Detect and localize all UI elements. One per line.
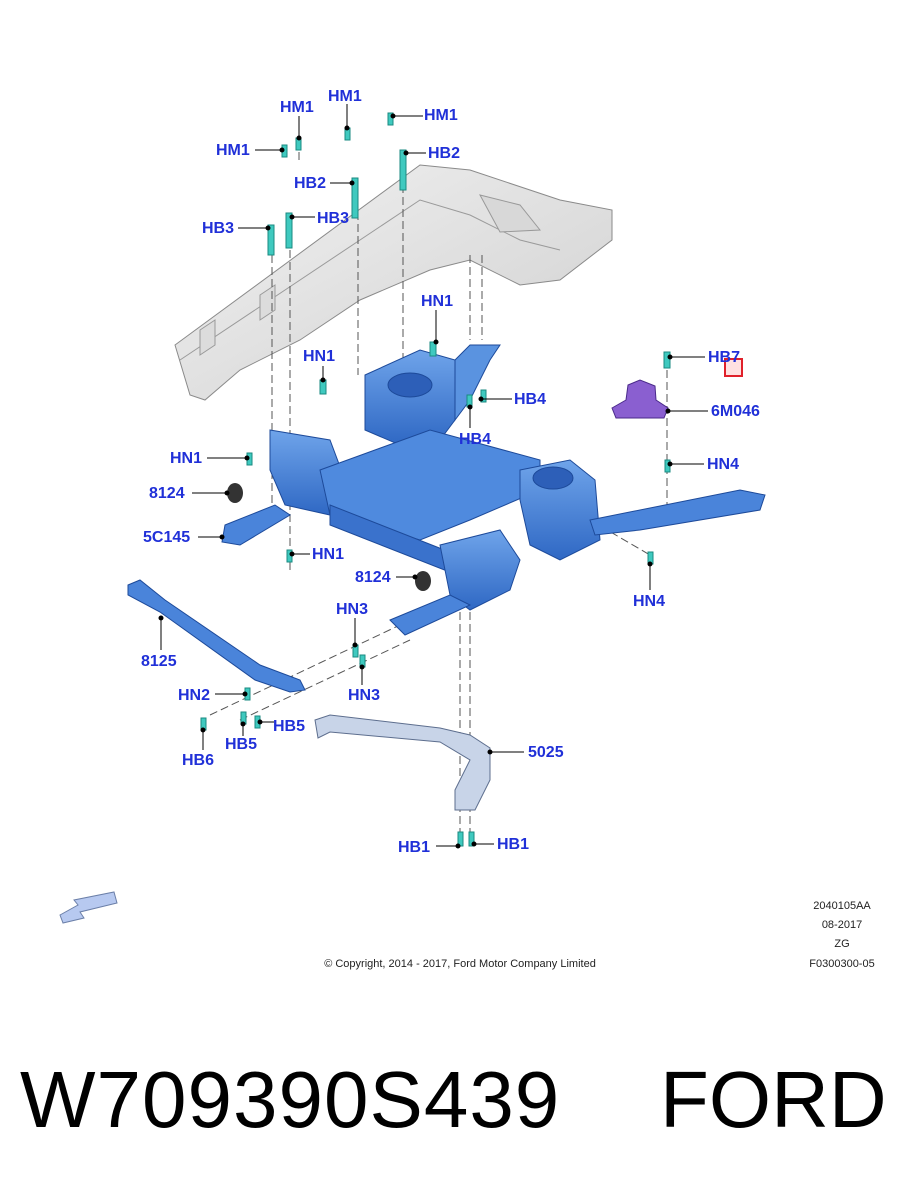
callout-hn4: HN4 (707, 456, 740, 473)
bushing-8124-b (415, 571, 431, 591)
body-side-rail (174, 164, 613, 401)
callout-8124: 8124 (149, 485, 185, 502)
callout-hm1: HM1 (328, 88, 362, 105)
front-direction-arrow-icon (59, 891, 118, 924)
callout-6m046: 6M046 (711, 403, 760, 420)
illustration-date: 08-2017 (821, 919, 863, 931)
brace-5025 (314, 714, 491, 811)
callout-hn1: HN1 (303, 348, 336, 365)
exploded-parts-diagram (59, 104, 766, 924)
bracket-8125 (127, 579, 306, 693)
callout-hn1: HN1 (170, 450, 203, 467)
mount-6m046 (611, 379, 669, 419)
callout-hn1: HN1 (312, 546, 345, 563)
illustration-code: 2040105AA (813, 900, 871, 912)
front-subframe (221, 344, 766, 636)
callout-hb5: HB5 (225, 736, 258, 753)
callout-hb2: HB2 (294, 175, 327, 192)
part-number: W709390S439 (20, 1055, 561, 1144)
bushing-8124-a (227, 483, 243, 503)
callout-hb1: HB1 (497, 836, 530, 853)
callout-hn3: HN3 (348, 687, 381, 704)
callout-hn3: HN3 (336, 601, 369, 618)
callout-hb4: HB4 (459, 431, 492, 448)
callout-hb3: HB3 (317, 210, 350, 227)
callout-hn2: HN2 (178, 687, 211, 704)
callout-hb2: HB2 (428, 145, 461, 162)
highlight-marker (724, 358, 743, 377)
leader-lines (158, 104, 708, 849)
illustration-ref: F0300300-05 (809, 958, 875, 970)
callout-hb3: HB3 (202, 220, 235, 237)
callout-hn4: HN4 (633, 593, 666, 610)
callout-hb4: HB4 (514, 391, 547, 408)
callout-5c145: 5C145 (143, 529, 191, 546)
callout-hb6: HB6 (182, 752, 215, 769)
callout-8125: 8125 (141, 653, 177, 670)
callout-hm1: HM1 (424, 107, 458, 124)
callout-hm1: HM1 (280, 99, 314, 116)
callout-hb7: HB7 (708, 349, 741, 366)
callout-hb5: HB5 (273, 718, 306, 735)
callout-5025: 5025 (528, 744, 564, 761)
callout-hm1: HM1 (216, 142, 250, 159)
callout-hn1: HN1 (421, 293, 454, 310)
callout-hb1: HB1 (398, 839, 431, 856)
callout-8124: 8124 (355, 569, 391, 586)
illustration-region: ZG (834, 938, 850, 950)
copyright-notice: © Copyright, 2014 - 2017, Ford Motor Com… (324, 958, 596, 970)
brand-name: FORD (660, 1055, 887, 1144)
